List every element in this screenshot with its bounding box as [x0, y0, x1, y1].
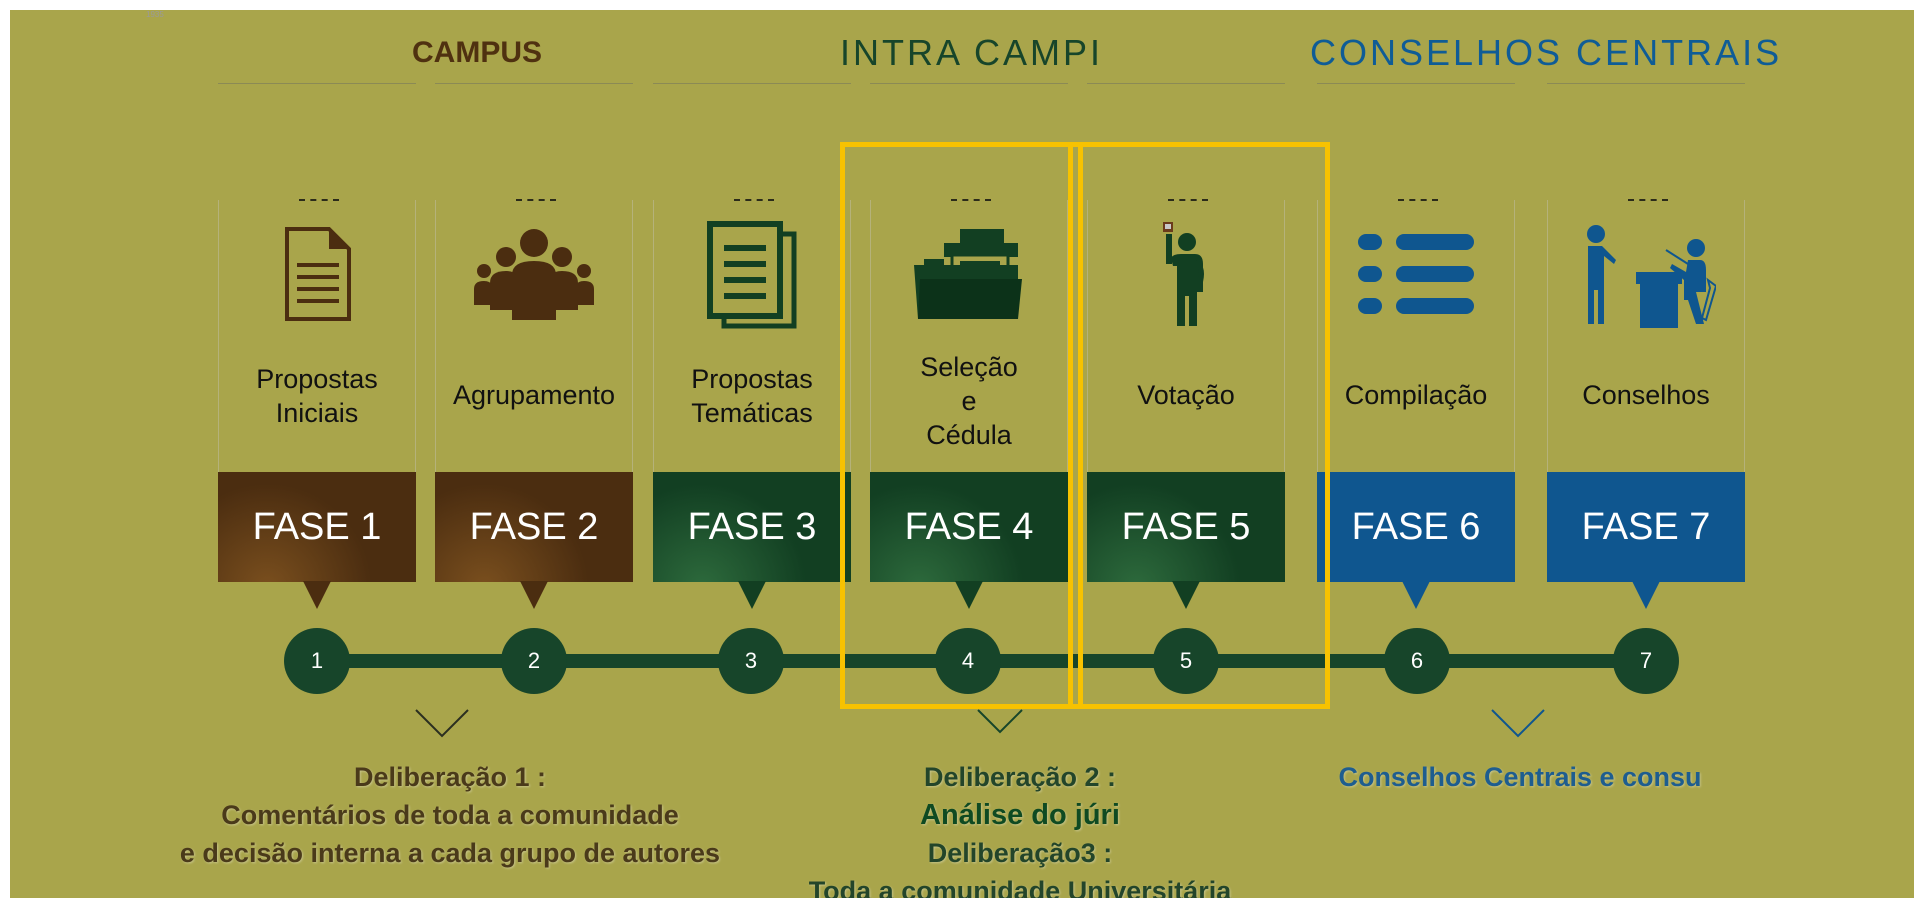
- phase-column: Agrupamento: [435, 199, 633, 480]
- phase-label: Conselhos: [1548, 378, 1744, 412]
- timeline-node: 3: [718, 628, 784, 694]
- header-underline: [653, 83, 851, 84]
- documents-icon: [654, 220, 850, 330]
- fase-pointer: [1632, 581, 1660, 609]
- header-conselhos-centrais: CONSELHOS CENTRAIS: [1310, 32, 1783, 73]
- meeting-icon: [1548, 220, 1744, 330]
- fase-banner: FASE 4: [870, 472, 1068, 582]
- timeline-node: 4: [935, 628, 1001, 694]
- highlight-box-fase-5: [1068, 142, 1330, 709]
- header-underline: [870, 83, 1068, 84]
- highlight-box-fase-4: [840, 142, 1083, 709]
- phase-label-line: Temáticas: [691, 398, 813, 428]
- phase-label: Agrupamento: [436, 378, 632, 412]
- deliberation-3-title: Deliberação3 :: [927, 838, 1113, 868]
- phase-column: Conselhos: [1547, 199, 1745, 480]
- header-campus: CAMPUS: [412, 36, 543, 69]
- chevron-down-icon: [1491, 709, 1545, 738]
- deliberation-2-title: Deliberação 2 :: [923, 762, 1117, 792]
- phase-label-line: Votação: [1137, 380, 1235, 410]
- deliberation-3-line: Toda a comunidade Universitária: [808, 876, 1232, 898]
- timeline-node: 2: [501, 628, 567, 694]
- phase-label-line: e: [961, 386, 977, 416]
- header-underline: [218, 83, 416, 84]
- fase-pointer: [955, 581, 983, 609]
- document-icon: [219, 220, 415, 330]
- fase-pointer: [1172, 581, 1200, 609]
- phase-column: Votação: [1087, 199, 1285, 480]
- timeline-node: 7: [1613, 628, 1679, 694]
- deliberation-2: Deliberação 2 : Análise do júri Delibera…: [770, 758, 1270, 898]
- fase-pointer: [738, 581, 766, 609]
- column-top-marker: [1168, 199, 1208, 201]
- timeline-node: 5: [1153, 628, 1219, 694]
- phase-column: Compilação: [1317, 199, 1515, 480]
- group-icon: [436, 220, 632, 330]
- fase-banner: FASE 2: [435, 472, 633, 582]
- column-top-marker: [1628, 199, 1668, 201]
- timeline-node: 1: [284, 628, 350, 694]
- tiny-label: 1935: [146, 10, 164, 19]
- header-underline: [1547, 83, 1745, 84]
- column-top-marker: [1398, 199, 1438, 201]
- deliberation-conselhos-line: Conselhos Centrais e consu: [1338, 762, 1702, 792]
- fase-banner: FASE 3: [653, 472, 851, 582]
- chevron-down-icon: [977, 709, 1023, 734]
- phase-label-line: Cédula: [926, 420, 1012, 450]
- fase-banner: FASE 5: [1087, 472, 1285, 582]
- fase-banner: FASE 7: [1547, 472, 1745, 582]
- fase-pointer: [1402, 581, 1430, 609]
- header-underline: [1087, 83, 1285, 84]
- deliberation-1-line: e decisão interna a cada grupo de autore…: [179, 838, 721, 868]
- phase-label-line: Propostas: [691, 364, 813, 394]
- fase-banner: FASE 6: [1317, 472, 1515, 582]
- list-icon: [1318, 220, 1514, 330]
- fase-pointer: [520, 581, 548, 609]
- deliberation-conselhos: Conselhos Centrais e consu: [1290, 758, 1750, 796]
- phase-label-line: Agrupamento: [452, 380, 616, 410]
- column-top-marker: [516, 199, 556, 201]
- deliberation-1: Deliberação 1 : Comentários de toda a co…: [150, 758, 750, 872]
- timeline-node: 6: [1384, 628, 1450, 694]
- fase-pointer: [303, 581, 331, 609]
- header-intra-campi: INTRA CAMPI: [840, 32, 1104, 73]
- column-top-marker: [299, 199, 339, 201]
- deliberation-1-title: Deliberação 1 :: [353, 762, 547, 792]
- deliberation-1-line: Comentários de toda a comunidade: [221, 800, 679, 830]
- folder-icon: [871, 220, 1067, 330]
- column-top-marker: [951, 199, 991, 201]
- chevron-down-icon: [415, 709, 469, 738]
- process-diagram: 1935 CAMPUS INTRA CAMPI CONSELHOS CENTRA…: [10, 10, 1914, 898]
- column-top-marker: [734, 199, 774, 201]
- phase-label-line: Propostas: [256, 364, 378, 394]
- phase-label-line: Compilação: [1344, 380, 1488, 410]
- deliberation-2-jury: Análise do júri: [920, 799, 1120, 831]
- phase-label: Compilação: [1318, 378, 1514, 412]
- header-underline: [435, 83, 633, 84]
- phase-label-line: Conselhos: [1582, 380, 1710, 410]
- phase-label: Votação: [1088, 378, 1284, 412]
- voter-icon: [1088, 220, 1284, 330]
- header-underline: [1317, 83, 1515, 84]
- fase-banner: FASE 1: [218, 472, 416, 582]
- phase-label-line: Seleção: [920, 352, 1018, 382]
- phase-label-line: Iniciais: [275, 398, 359, 428]
